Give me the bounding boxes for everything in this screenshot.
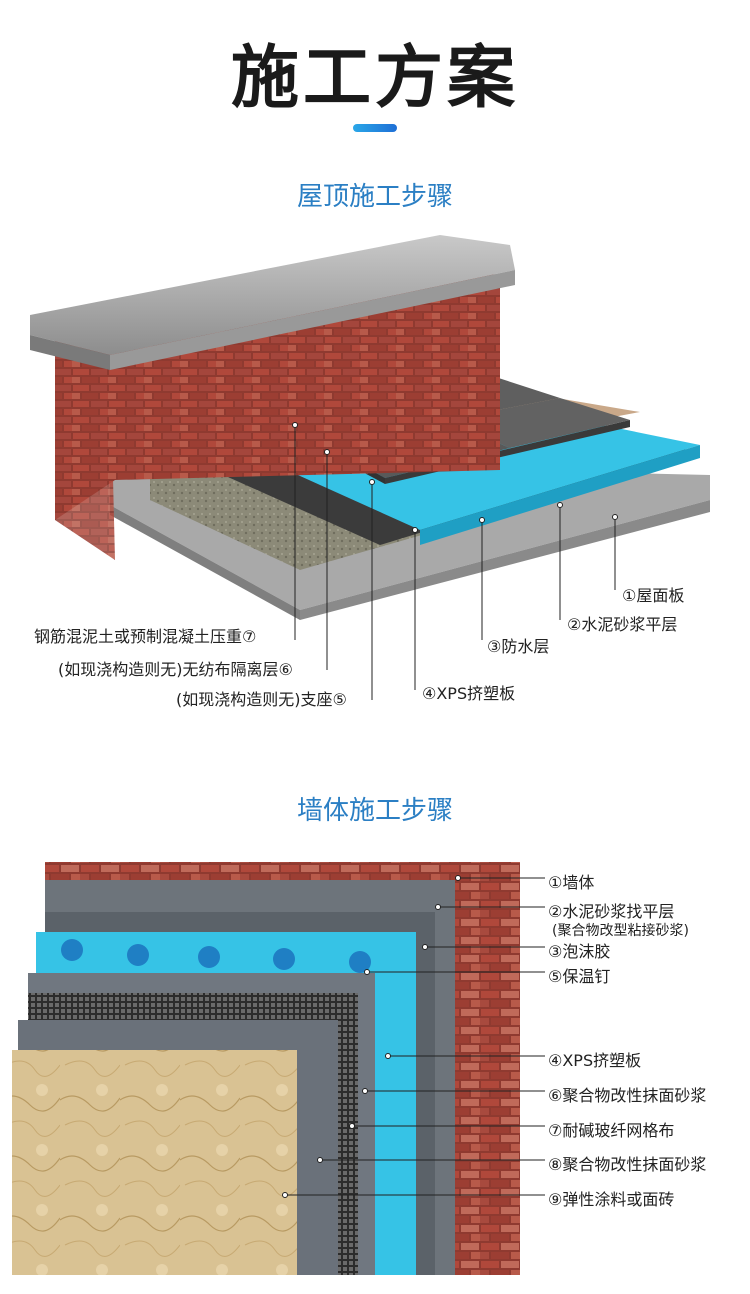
wall-insulation-nails <box>61 939 371 973</box>
roof-label-6: (如现浇构造则无)无纺布隔离层⑥ <box>58 660 293 679</box>
wall-label-2-note: (聚合物改型粘接砂浆) <box>552 923 689 939</box>
wall-label-8: ⑧聚合物改性抹面砂浆 <box>548 1155 707 1174</box>
wall-label-9: ⑨弹性涂料或面砖 <box>548 1190 675 1209</box>
wall-label-6: ⑥聚合物改性抹面砂浆 <box>548 1086 707 1105</box>
wall-stone-finish <box>12 1050 297 1275</box>
wall-label-7: ⑦耐碱玻纤网格布 <box>548 1121 675 1140</box>
wall-label-4: ④XPS挤塑板 <box>548 1051 642 1070</box>
roof-label-7: 钢筋混泥土或预制混凝土压重⑦ <box>34 627 257 646</box>
wall-label-3: ③泡沫胶 <box>548 942 611 961</box>
wall-label-1: ①墙体 <box>548 873 595 892</box>
roof-label-4: ④XPS挤塑板 <box>422 684 516 703</box>
roof-section-title: 屋顶施工步骤 <box>296 182 453 212</box>
wall-section-title: 墙体施工步骤 <box>296 796 453 826</box>
roof-label-2: ②水泥砂浆平层 <box>567 615 678 634</box>
title-accent-bar <box>353 124 397 132</box>
roof-coping-stone <box>30 235 515 355</box>
wall-brick <box>45 862 520 1275</box>
wall-label-2: ②水泥砂浆找平层 <box>548 902 675 921</box>
page-title: 施工方案 <box>230 39 519 118</box>
roof-label-5: (如现浇构造则无)支座⑤ <box>176 690 347 709</box>
roof-illustration <box>30 235 710 700</box>
roof-label-3: ③防水层 <box>487 637 550 656</box>
wall-label-5: ⑤保温钉 <box>548 967 611 986</box>
roof-label-1: ①屋面板 <box>622 586 685 605</box>
